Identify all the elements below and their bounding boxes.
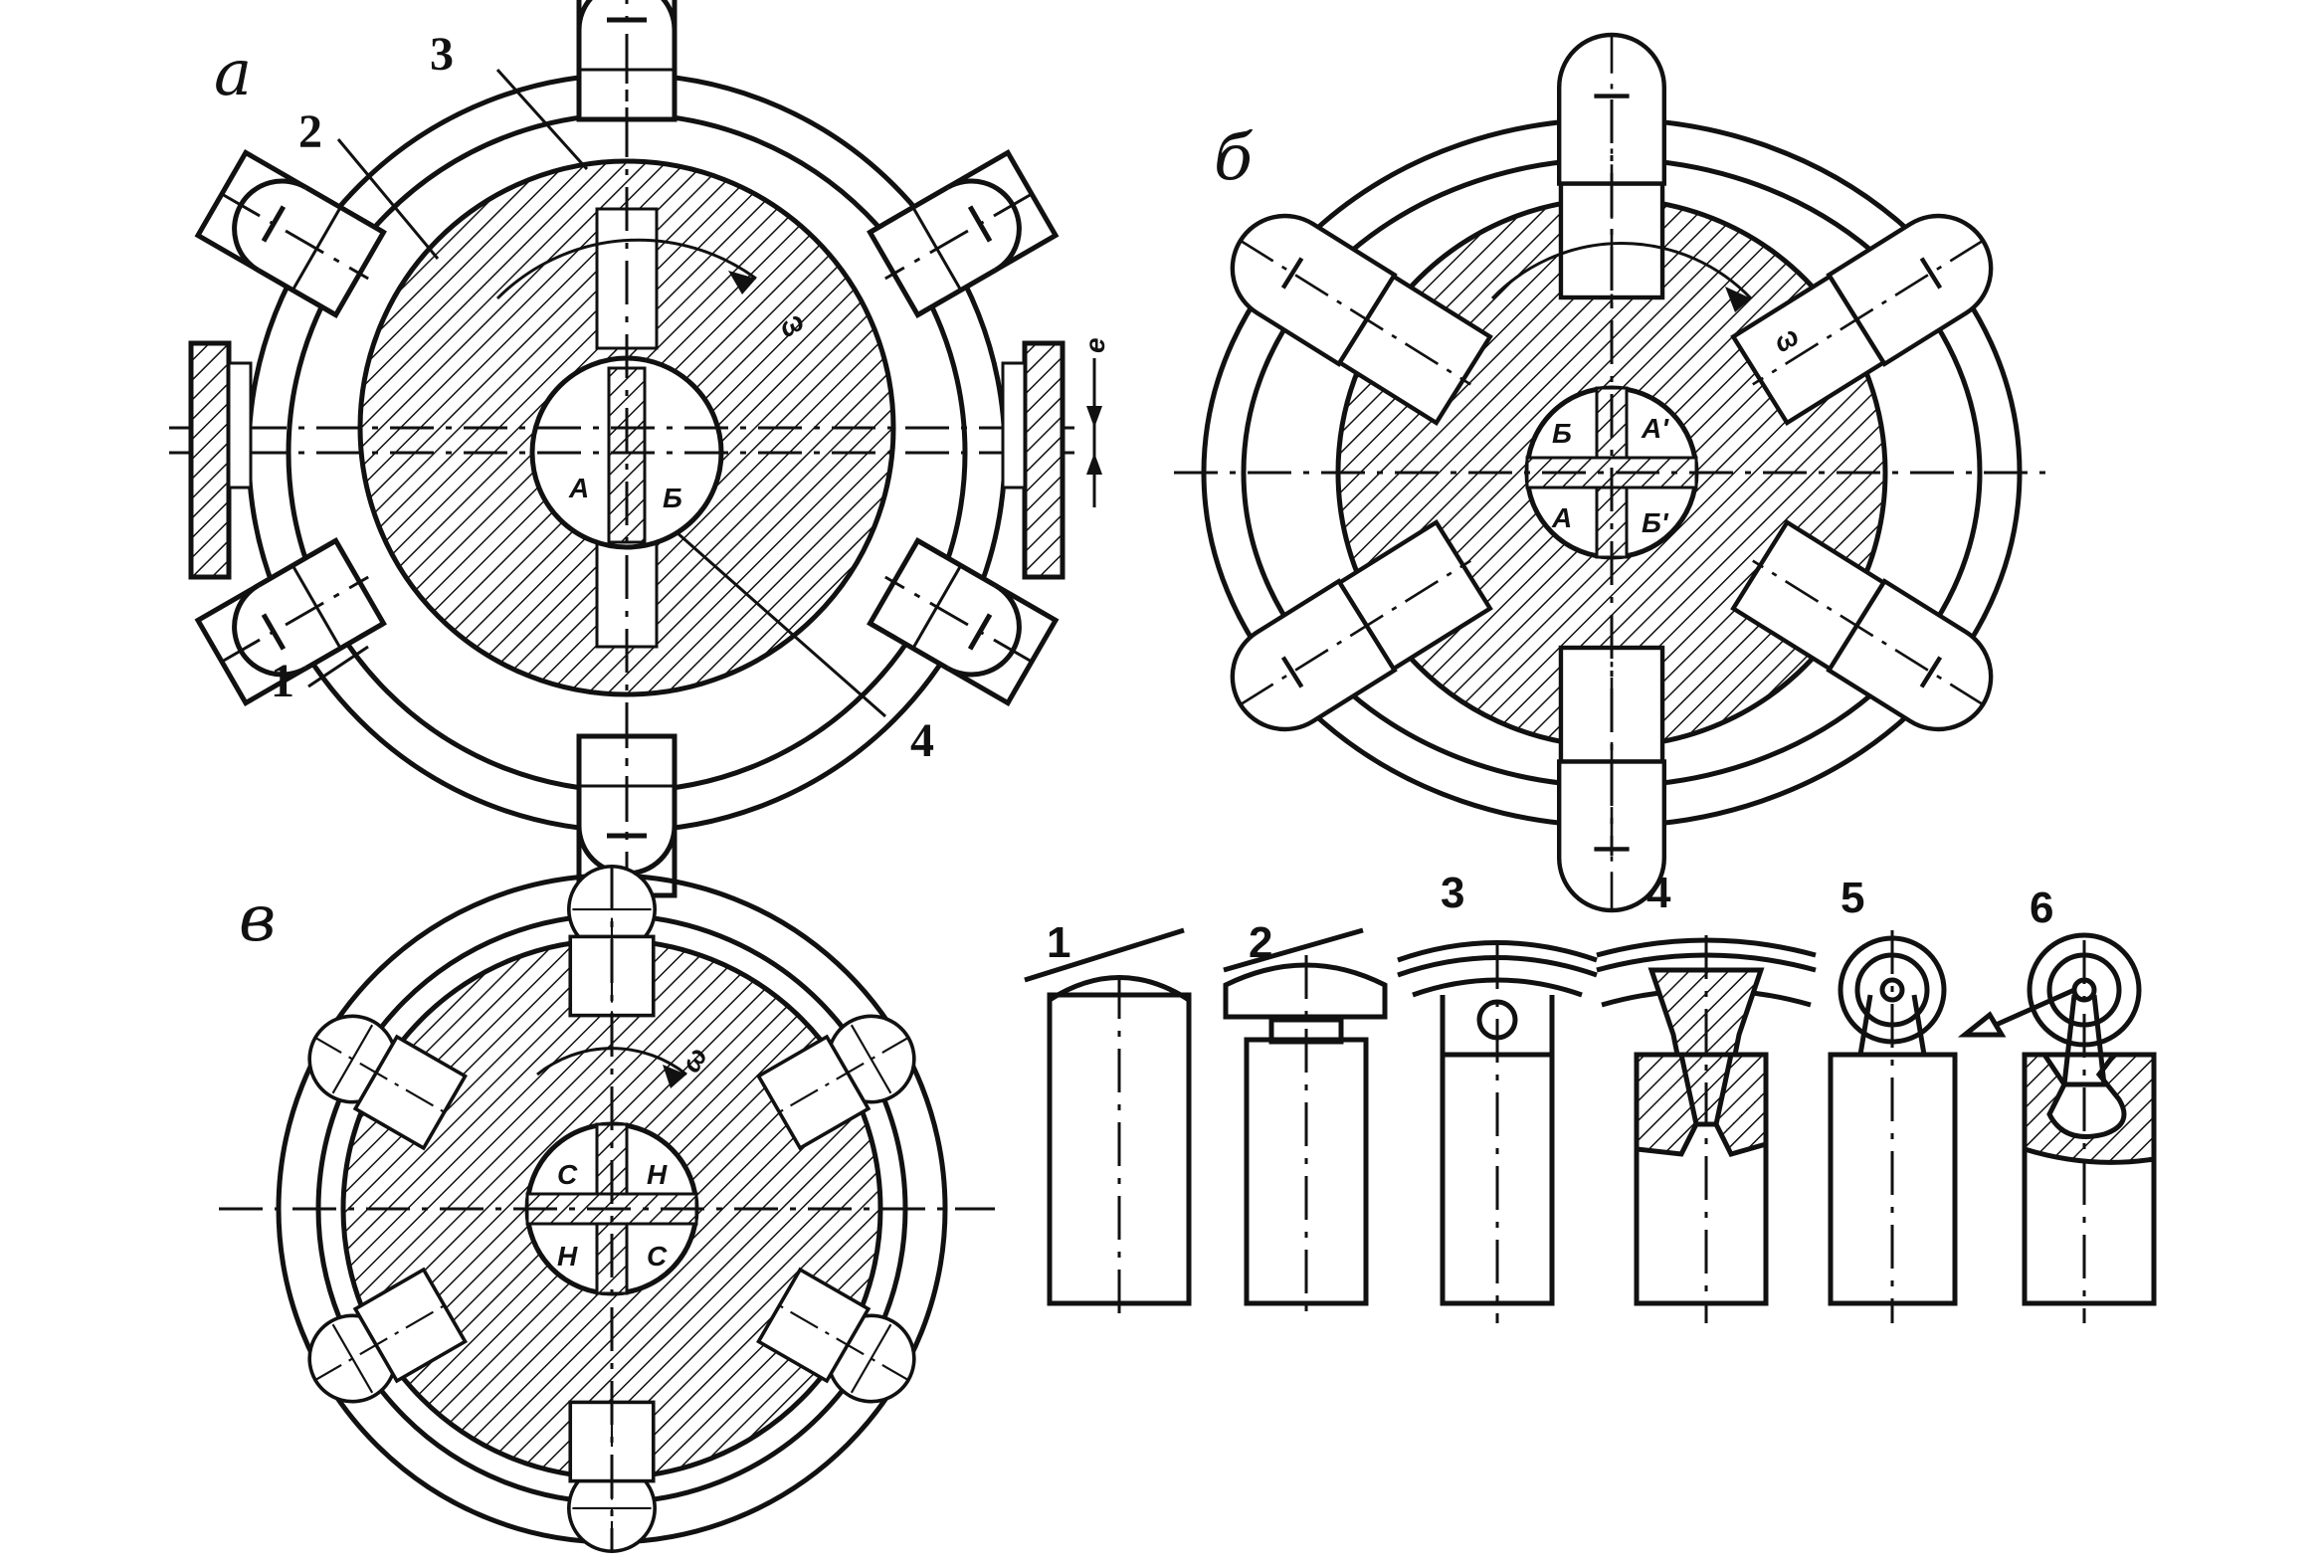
figure-b: б Б А' А Б' ω	[1174, 35, 2049, 910]
panel-label-v: в	[239, 882, 276, 956]
variant-label-3: 3	[1441, 869, 1464, 917]
callout-3: 3	[430, 28, 454, 81]
piston-variant-2: 2	[1223, 918, 1388, 1323]
port-n-bl: Н	[557, 1241, 578, 1272]
figure-a: а	[169, 0, 1110, 895]
variant-label-5: 5	[1840, 874, 1864, 922]
variant-label-6: 6	[2030, 883, 2053, 932]
figure-v: в С Н Н С ω	[219, 863, 995, 1555]
port-a-label: А	[568, 473, 589, 503]
ecc-label: e	[1079, 337, 1110, 353]
piston-variant-5: 5	[1828, 874, 1958, 1323]
port-s-br: С	[647, 1241, 668, 1272]
port-b-br: Б'	[1642, 507, 1669, 538]
piston-variant-3: 3	[1397, 869, 1598, 1323]
callout-1: 1	[271, 655, 294, 707]
variant-label-4: 4	[1646, 869, 1671, 917]
variant-label-1: 1	[1047, 918, 1070, 967]
callout-4: 4	[910, 714, 934, 767]
callout-2: 2	[298, 105, 322, 158]
piston-variant-6: 6	[1957, 883, 2157, 1323]
port-n-tr: Н	[647, 1159, 668, 1190]
panel-label-b: б	[1214, 121, 1254, 195]
port-b-label: Б	[663, 483, 682, 513]
port-b-tl: Б	[1552, 418, 1572, 449]
panel-label-a: а	[214, 37, 252, 110]
port-a-bl: А	[1551, 502, 1572, 533]
piston-variant-4: 4	[1596, 869, 1817, 1323]
port-a-tr: А'	[1641, 413, 1669, 444]
piston-variant-1: 1	[1024, 918, 1192, 1323]
port-s-tl: С	[557, 1159, 578, 1190]
piston-variants: 1 2 3 4	[1024, 869, 2157, 1323]
